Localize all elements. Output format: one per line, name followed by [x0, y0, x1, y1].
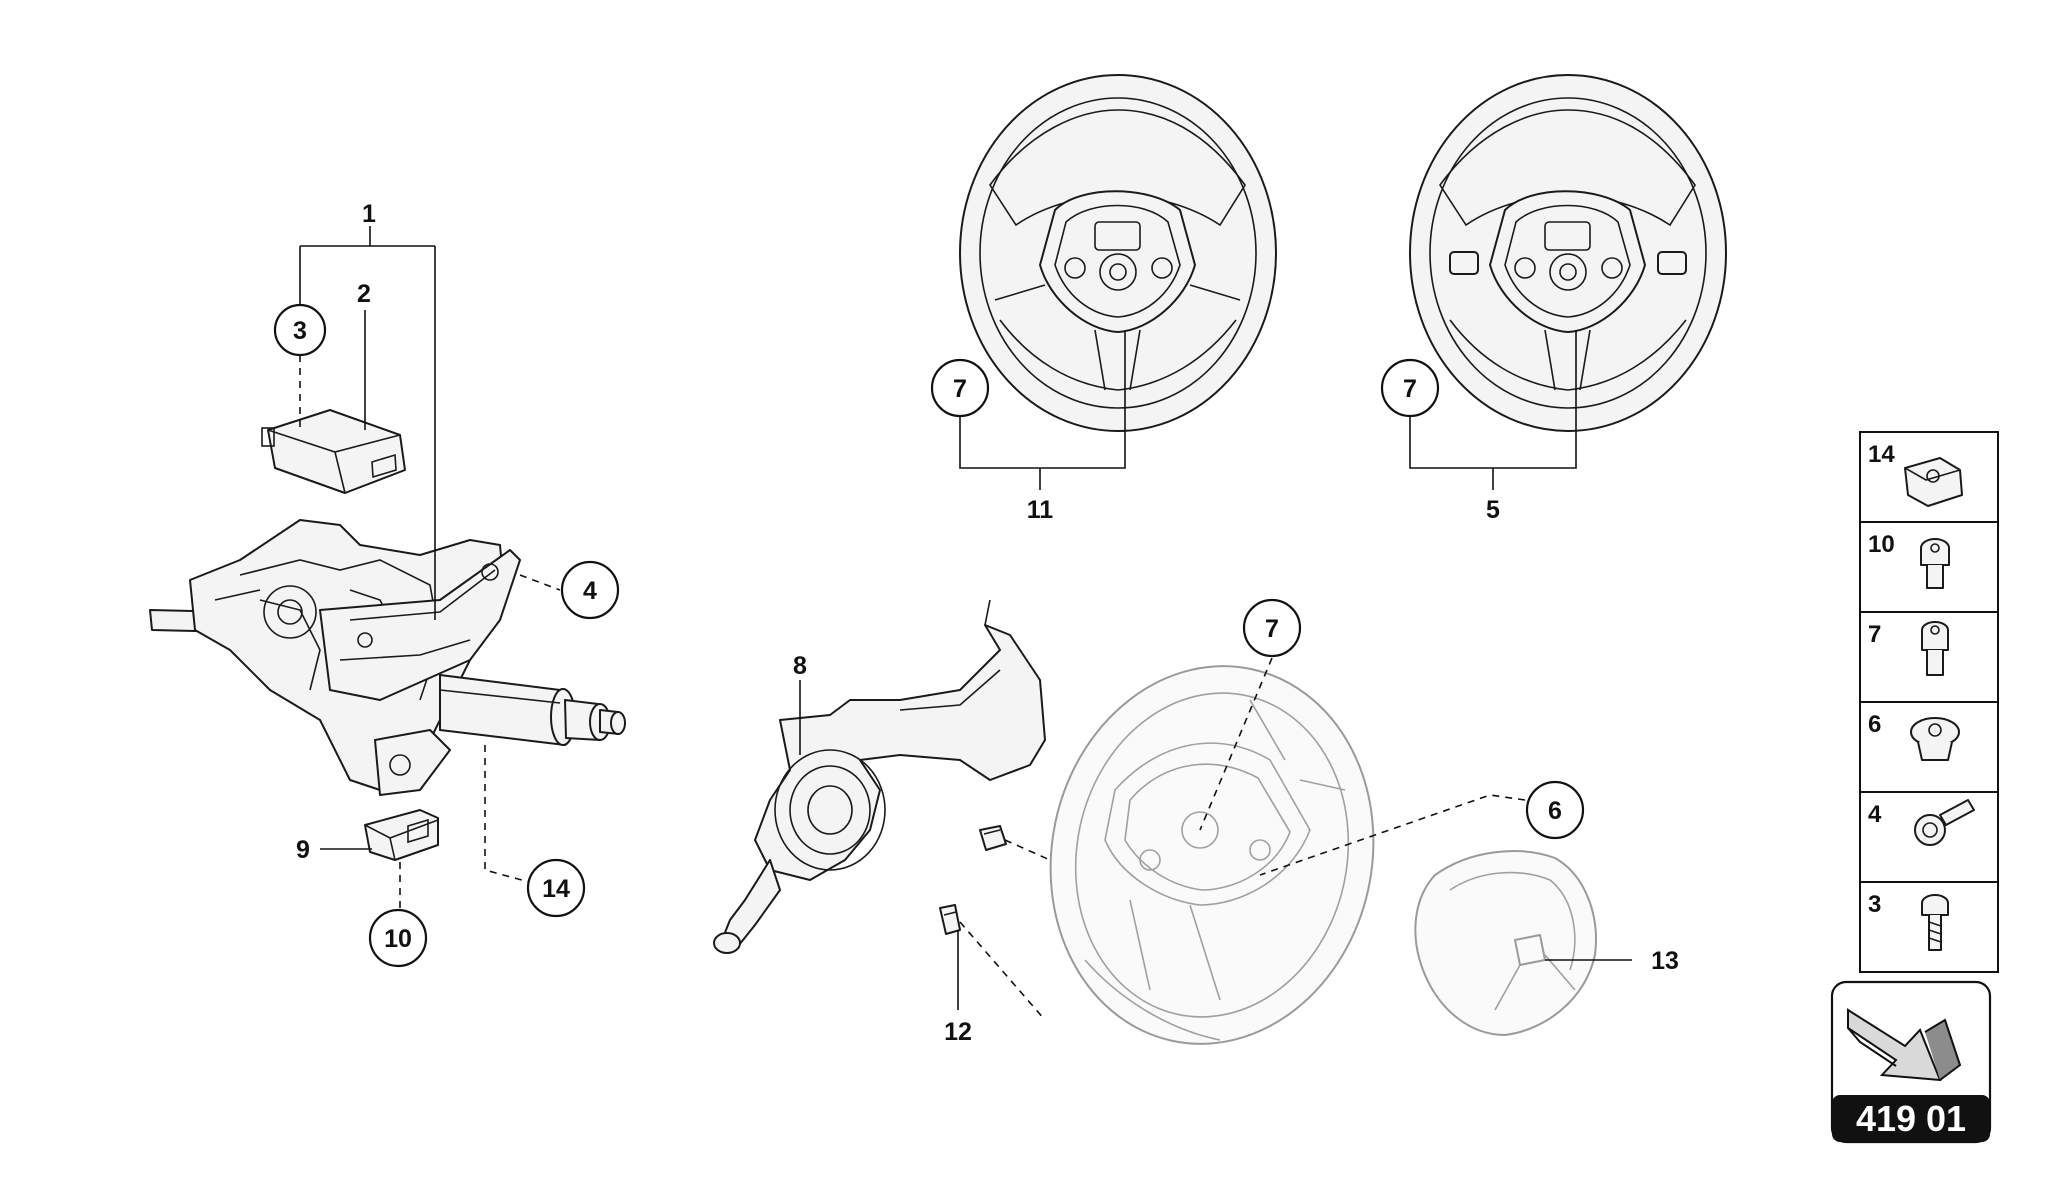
page-badge: 419 01 [1830, 980, 1992, 1144]
callout-circle-6 [1525, 780, 1585, 840]
callout-5: 5 [1486, 496, 1500, 524]
clip-nut-icon [1904, 457, 1963, 507]
steering-wheel-11[interactable] [959, 74, 1277, 432]
callout-11: 11 [1027, 496, 1054, 524]
legend-label-2: 7 [1868, 621, 1881, 648]
callout-circle-7-exploded [1242, 598, 1302, 658]
exploded-steering-wheel[interactable] [1016, 636, 1408, 1074]
legend-label-3: 6 [1868, 711, 1881, 738]
direction-arrow-icon [1847, 1008, 1962, 1082]
bolt-icon [1921, 621, 1949, 676]
callout-4: 4 [583, 577, 597, 605]
hardware-legend: 14 10 7 6 4 3 [1859, 431, 1999, 973]
nut-washer-icon [1910, 717, 1960, 761]
flanged-bolt-icon [1914, 799, 1975, 846]
callout-9: 9 [296, 836, 310, 864]
callout-14: 14 [542, 875, 570, 903]
callout-circle-4 [560, 560, 620, 620]
callout-circle-14-column [526, 858, 586, 918]
page-number: 419 01 [1856, 1098, 1966, 1139]
clip-part-12[interactable] [939, 904, 961, 935]
steering-column[interactable] [149, 519, 626, 796]
control-unit[interactable] [261, 409, 406, 494]
callout-3: 3 [293, 317, 307, 345]
callout-2: 2 [357, 280, 371, 308]
screw-icon [1921, 894, 1949, 951]
callout-10: 10 [384, 925, 412, 953]
short-bolt-icon [1920, 538, 1950, 589]
legend-label-4: 4 [1868, 801, 1882, 828]
callout-circle-3 [273, 303, 327, 357]
callout-8: 8 [793, 652, 807, 680]
clock-spring-assembly[interactable] [713, 599, 1046, 954]
callout-7-wheel-5: 7 [1403, 375, 1417, 403]
callout-1: 1 [362, 200, 376, 228]
callout-12: 12 [944, 1018, 972, 1046]
clip-part-14[interactable] [979, 825, 1007, 851]
switch-module[interactable] [364, 809, 439, 861]
callouts: 1 2 3 4 14 9 10 7 11 7 5 7 6 8 12 13 [273, 200, 1679, 1046]
callout-6: 6 [1548, 797, 1562, 825]
legend-label-5: 3 [1868, 891, 1881, 918]
legend-label-0: 14 [1868, 441, 1895, 468]
leader-lines [299, 226, 1632, 1021]
callout-circle-10 [368, 908, 428, 968]
callout-7-exploded: 7 [1265, 615, 1279, 643]
steering-wheel-5[interactable] [1409, 74, 1727, 432]
callout-circle-7-wheel-11 [930, 358, 990, 418]
callout-7-wheel-11: 7 [953, 375, 967, 403]
airbag[interactable] [1414, 850, 1597, 1036]
callout-13: 13 [1651, 947, 1679, 975]
legend-label-1: 10 [1868, 531, 1895, 558]
callout-circle-7-wheel-5 [1380, 358, 1440, 418]
